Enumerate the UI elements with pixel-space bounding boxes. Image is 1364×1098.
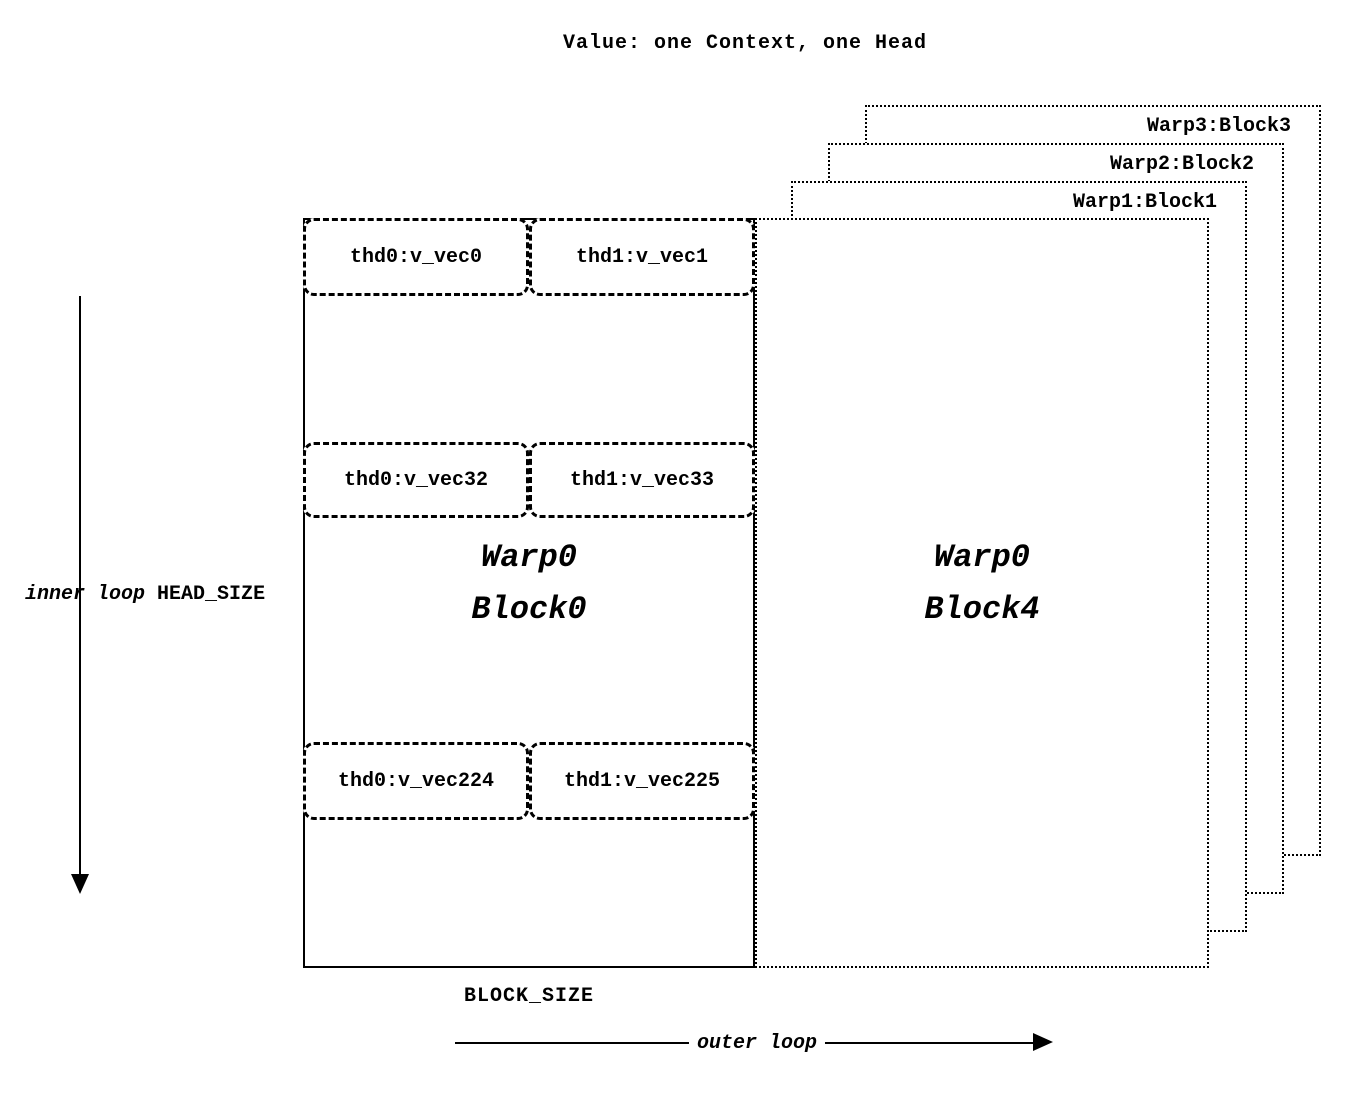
inner-loop-arrow-line: [79, 296, 81, 874]
warp0-block4-label-line1: Warp0: [933, 539, 1030, 576]
warp2-block2-label: Warp2:Block2: [1109, 153, 1254, 176]
thd1-v-vec225-cell: thd1:v_vec225: [529, 742, 755, 820]
inner-loop-arrowhead-icon: [71, 874, 89, 894]
warp3-block3-label: Warp3:Block3: [1146, 115, 1291, 138]
warp0-block4-label-line2: Block4: [924, 591, 1040, 628]
inner-loop-head-size-label: inner loop HEAD_SIZE: [25, 583, 265, 606]
thd0-v-vec0-cell: thd0:v_vec0: [303, 218, 529, 296]
diagram-title: Value: one Context, one Head: [562, 32, 928, 55]
warp0-block0-label-line1: Warp0: [480, 539, 577, 576]
thd1-v-vec33-cell: thd1:v_vec33: [529, 442, 755, 518]
thd0-v-vec224-cell: thd0:v_vec224: [303, 742, 529, 820]
outer-loop-label: outer loop: [688, 1032, 826, 1055]
warp1-block1-label: Warp1:Block1: [1072, 191, 1217, 214]
warp0-block4-label: Warp0 Block4: [755, 532, 1209, 636]
thd1-v-vec1-cell: thd1:v_vec1: [529, 218, 755, 296]
warp0-block0-label: Warp0 Block0: [303, 532, 755, 636]
warp0-block0-box: [303, 218, 755, 968]
warp0-block0-label-line2: Block0: [471, 591, 587, 628]
block-size-label: BLOCK_SIZE: [463, 985, 595, 1008]
outer-loop-arrowhead-icon: [1033, 1033, 1053, 1051]
inner-loop-text: inner loop: [25, 583, 146, 606]
head-size-text: HEAD_SIZE: [157, 583, 266, 606]
warp0-block4-box: [755, 218, 1209, 968]
thd0-v-vec32-cell: thd0:v_vec32: [303, 442, 529, 518]
